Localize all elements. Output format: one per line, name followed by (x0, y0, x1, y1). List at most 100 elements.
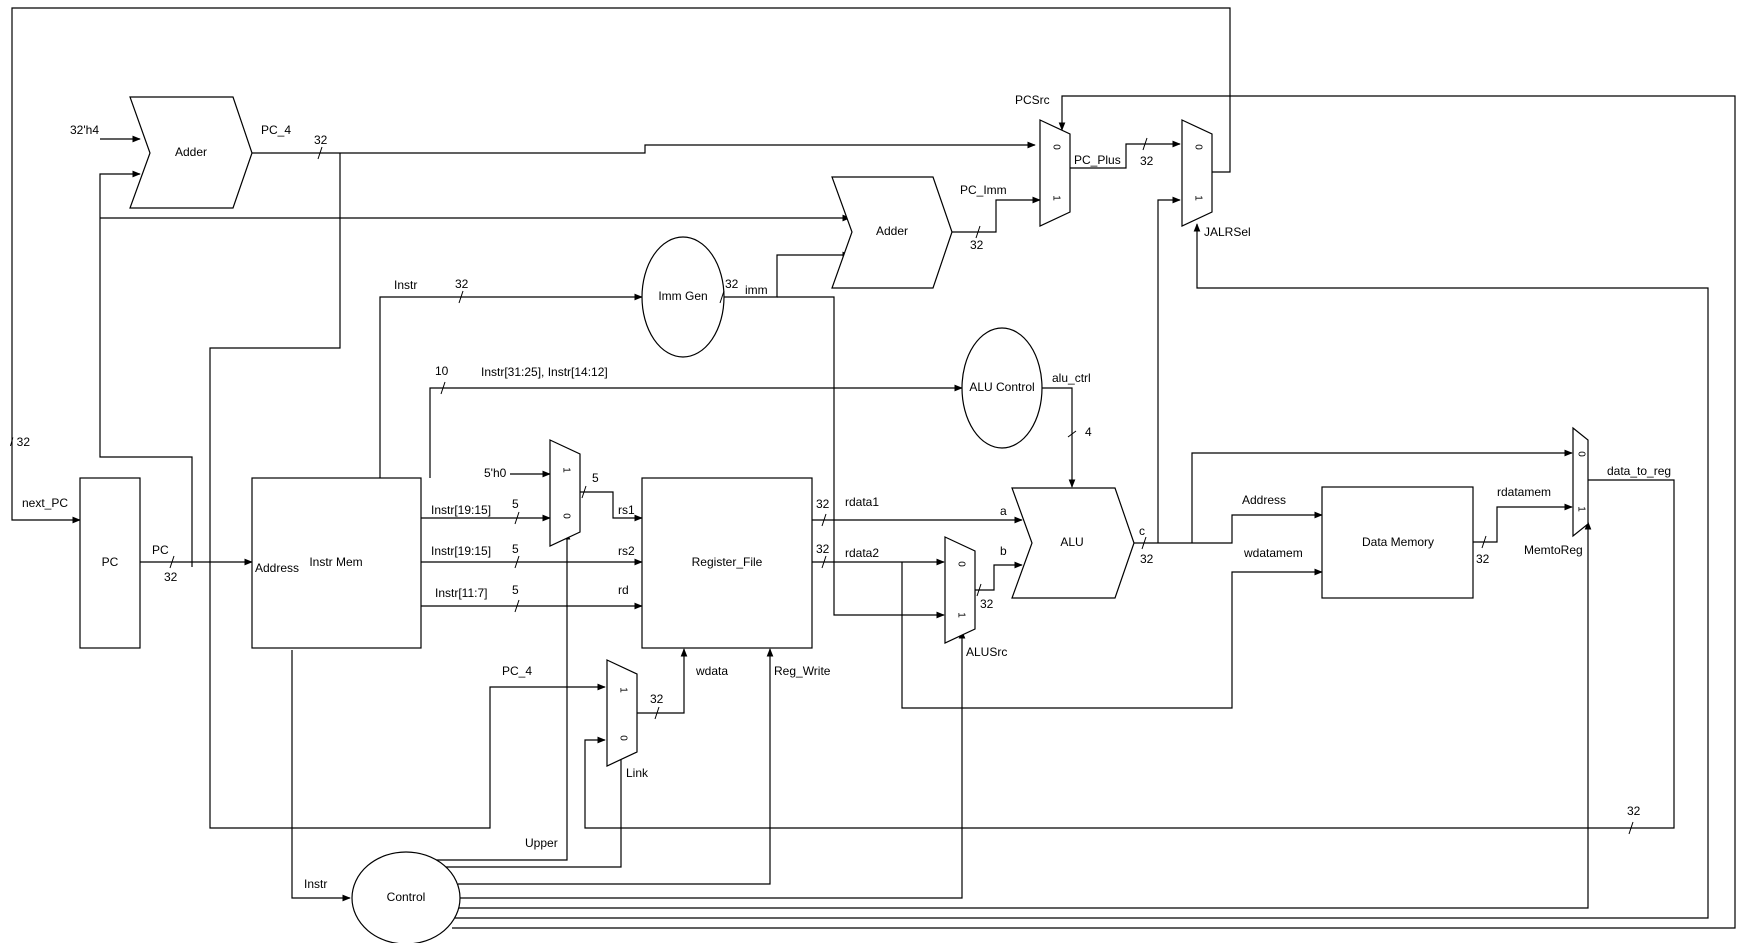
instr-mem-label: Instr Mem (309, 555, 362, 569)
adder-top-label: Adder (175, 145, 207, 159)
register-file-label: Register_File (692, 555, 763, 569)
mux-rs1-in0: 0 (560, 513, 571, 519)
label-pc4-top: PC_4 (261, 123, 291, 137)
width-fields: 10 (435, 364, 449, 378)
label-const5: 5'h0 (484, 466, 507, 480)
alu-control (961, 327, 1043, 449)
width-instr: 32 (455, 277, 469, 291)
alu-label: ALU (1060, 535, 1083, 549)
wire-rdata2-to-wdatamem (901, 562, 1323, 709)
pc-label: PC (102, 555, 119, 569)
slash-adder-out (317, 146, 323, 160)
label-link: Link (626, 766, 649, 780)
wire-rdatamem (1473, 503, 1573, 543)
wire-wdata (637, 648, 688, 714)
width-c: 32 (1140, 552, 1154, 566)
label-pcsrc: PCSrc (1015, 93, 1050, 107)
mux-pcsrc-in0: 0 (1050, 144, 1061, 150)
label-rd: rd (618, 583, 629, 597)
width-next-pc: / 32 (10, 435, 30, 449)
label-address: Address (1242, 493, 1286, 507)
wire-fields-to-aluctrl (429, 384, 963, 478)
adder-imm-label: Adder (876, 224, 908, 238)
width-rs2: 5 (512, 542, 519, 556)
label-pc-out: PC (152, 543, 169, 557)
wire-c-to-jalr (1157, 196, 1181, 543)
label-c: c (1139, 524, 1145, 538)
imm-gen-label: Imm Gen (658, 289, 707, 303)
slash-rd (514, 599, 520, 613)
mux-memtoreg (1572, 426, 1589, 538)
wires (11, 7, 1736, 929)
slash-feedback (1628, 821, 1634, 835)
label-instr-fields: Instr[31:25], Instr[14:12] (481, 365, 608, 379)
wire-b (975, 561, 1023, 591)
wire-upper (428, 531, 571, 861)
wire-jalrsel (455, 223, 1709, 919)
wire-link (430, 750, 625, 868)
width-imm: 32 (725, 277, 739, 291)
width-pc-imm: 32 (970, 238, 984, 252)
label-reg-write: Reg_Write (774, 664, 831, 678)
wire-instr-to-immgen (379, 293, 643, 478)
wire-data-to-reg (584, 479, 1675, 829)
wire-aluctrl-to-alu (1042, 387, 1076, 488)
label-rs2: rs2 (618, 544, 635, 558)
slash-pc-imm (975, 225, 981, 239)
register-file (641, 477, 813, 649)
label-rs1: rs1 (618, 503, 635, 517)
control (351, 851, 461, 943)
label-instr-control: Instr (304, 877, 327, 891)
label-wdata: wdata (695, 664, 728, 678)
label-instr-11-7: Instr[11:7] (435, 586, 487, 600)
signal-labels: 32'h4 PC_4 32 PCSrc PC_Plus 32 PC_Imm 32… (10, 93, 1671, 891)
slash-imm (719, 290, 725, 304)
wire-regwrite (458, 648, 774, 885)
mux-pcsrc (1039, 119, 1071, 227)
width-rdata1: 32 (816, 497, 830, 511)
width-adder-out: 32 (314, 133, 328, 147)
mux-rs1 (549, 439, 581, 547)
slash-rs1-mux (581, 485, 587, 499)
slash-instr (458, 290, 464, 304)
label-wdatamem: wdatamem (1243, 546, 1303, 560)
width-alu-ctrl: 4 (1085, 425, 1092, 439)
adder-top (129, 96, 253, 209)
mux-alusrc-in0: 0 (955, 561, 966, 567)
label-upper: Upper (525, 836, 558, 850)
control-label: Control (387, 890, 426, 904)
alu-control-label: ALU Control (969, 380, 1034, 394)
label-jalrsel: JALRSel (1204, 225, 1251, 239)
wire-pc4-to-link (209, 153, 606, 829)
mux-link (606, 659, 638, 767)
slash-pc-out (169, 555, 175, 569)
label-pc-imm: PC_Imm (960, 183, 1007, 197)
label-alusrc: ALUSrc (966, 645, 1007, 659)
label-memtoreg: MemtoReg (1524, 543, 1583, 557)
instr-mem (251, 477, 422, 649)
mux-rs1-in1: 1 (560, 467, 571, 473)
wire-pc4-to-pcsrc (250, 141, 1036, 154)
label-a: a (1000, 504, 1007, 518)
label-rdata1: rdata1 (845, 495, 879, 509)
width-rs1-mux: 5 (592, 471, 599, 485)
width-rs1-in: 5 (512, 497, 519, 511)
label-imm: imm (745, 283, 768, 297)
wire-alusrc (460, 630, 966, 899)
alu (1011, 487, 1135, 599)
label-next-pc: next_PC (22, 496, 68, 510)
wire-pcsrc (452, 95, 1736, 929)
slash-c (1141, 536, 1147, 550)
label-instr-19-15-b: Instr[19:15] (431, 544, 491, 558)
mux-pcsrc-in1: 1 (1050, 195, 1061, 201)
width-feedback: 32 (1627, 804, 1641, 818)
slash-rdata2 (821, 555, 827, 569)
label-b: b (1000, 544, 1007, 558)
muxes: 0 1 0 1 1 0 1 0 0 1 0 1 (549, 119, 1589, 767)
mux-jalrsel (1181, 119, 1213, 227)
mux-jalrsel-in0: 0 (1192, 144, 1203, 150)
label-data-to-reg: data_to_reg (1607, 464, 1671, 478)
width-rd: 5 (512, 583, 519, 597)
width-pc-plus: 32 (1140, 154, 1154, 168)
